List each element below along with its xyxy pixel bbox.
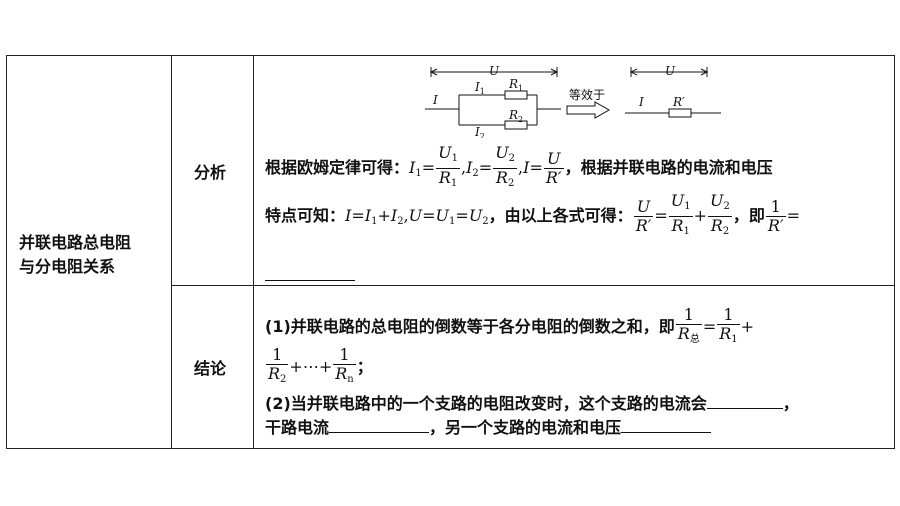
svg-text:R1: R1 (508, 77, 523, 93)
resistor-label-r1: R (508, 77, 518, 91)
row-label-line2: 与分电阻关系 (19, 257, 116, 276)
answer-blank-2[interactable] (706, 392, 783, 409)
conclusion-label: 结论 (194, 359, 227, 378)
resistor-label-r-prime: R′ (672, 95, 685, 109)
voltage-label-u: U (489, 64, 500, 78)
row-label-line1: 并联电路总电阻 (19, 233, 132, 252)
col-divider-2 (253, 56, 254, 448)
current-label-i1: I (474, 80, 480, 94)
conclusion-item-2: (2)当并联电路中的一个支路的电阻改变时，这个支路的电流会， (265, 392, 799, 413)
answer-blank-4[interactable] (621, 416, 712, 433)
answer-blank-1[interactable] (265, 264, 355, 281)
svg-text:I1: I1 (474, 80, 485, 96)
col-divider-1 (171, 56, 172, 448)
equivalent-label: 等效于 (569, 87, 605, 102)
svg-text:I2: I2 (474, 125, 485, 138)
conclusion-item-2-cont: 干路电流，另一个支路的电流和电压 (265, 416, 712, 439)
current-label-i2: I (474, 125, 480, 138)
current-label-i: I (432, 93, 438, 107)
svg-text:R2: R2 (508, 108, 523, 124)
current-label-i-right: I (638, 95, 644, 109)
analysis-label: 分析 (194, 163, 227, 182)
row-divider (171, 285, 894, 286)
relation-table: 并联电路总电阻 与分电阻关系 分析 结论 (6, 55, 895, 449)
answer-blank-3[interactable] (329, 416, 430, 433)
voltage-label-u-right: U (665, 64, 676, 78)
circuit-diagram: U I I1 R1 I2 R2 等效于 U I R′ (425, 64, 721, 138)
resistor-label-r2: R (508, 108, 518, 122)
